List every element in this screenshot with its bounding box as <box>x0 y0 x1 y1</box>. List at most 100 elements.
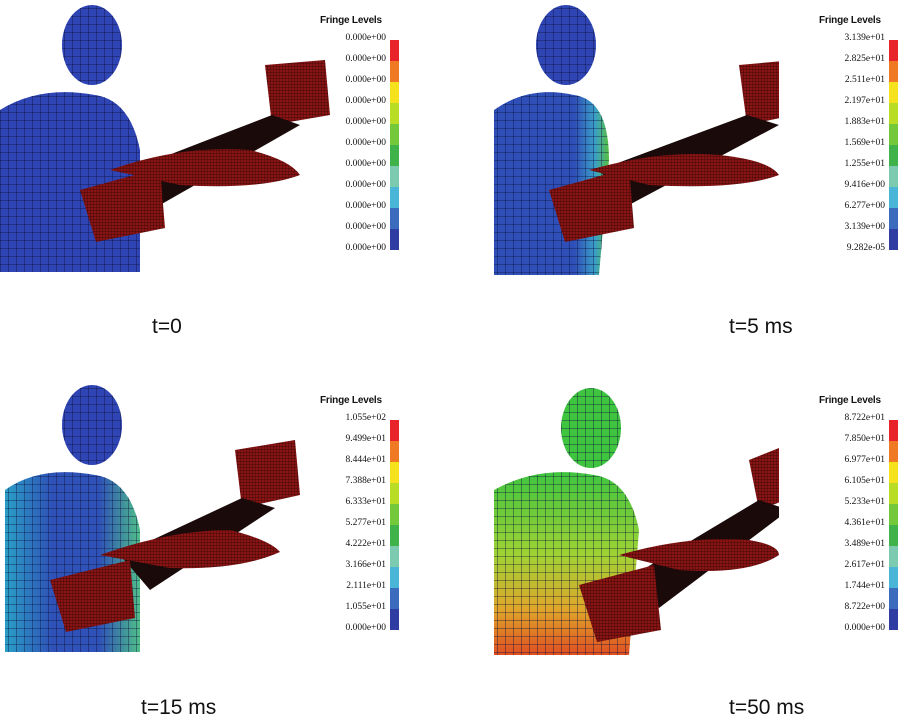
legend-level: 1.255e+01 <box>844 159 885 169</box>
colorbar <box>889 420 898 630</box>
legend-level: 0.000e+00 <box>345 243 386 253</box>
legend-level: 0.000e+00 <box>345 623 386 633</box>
colorbar-segment <box>390 441 399 462</box>
legend-level: 1.883e+01 <box>844 117 885 127</box>
panel-t15: Fringe Levels 1.055e+02 9.499e+01 8.444e… <box>0 380 449 719</box>
legend-level: 6.277e+00 <box>844 201 885 211</box>
legend-level: 0.000e+00 <box>345 201 386 211</box>
colorbar-segment <box>390 61 399 82</box>
colorbar-segment <box>390 208 399 229</box>
legend-level: 1.744e+01 <box>844 581 885 591</box>
colorbar-segment <box>889 208 898 229</box>
dummy-model-image <box>5 385 300 652</box>
colorbar-segment <box>889 504 898 525</box>
colorbar-segment <box>889 229 898 250</box>
dummy-model-image <box>494 5 779 275</box>
legend-level: 7.388e+01 <box>345 476 386 486</box>
legend-level: 2.111e+01 <box>346 581 386 591</box>
colorbar-segment <box>390 462 399 483</box>
colorbar-segment <box>889 567 898 588</box>
colorbar-segment <box>390 103 399 124</box>
colorbar-segment <box>390 187 399 208</box>
colorbar-segment <box>390 82 399 103</box>
colorbar-segment <box>390 166 399 187</box>
colorbar-segment <box>889 40 898 61</box>
time-caption: t=50 ms <box>729 696 805 719</box>
legend-level: 0.000e+00 <box>345 54 386 64</box>
colorbar <box>889 40 898 250</box>
legend-level: 9.416e+00 <box>844 180 885 190</box>
colorbar-segment <box>390 567 399 588</box>
colorbar-segment <box>889 103 898 124</box>
colorbar-segment <box>889 124 898 145</box>
colorbar-segment <box>889 420 898 441</box>
colorbar-segment <box>889 441 898 462</box>
colorbar-segment <box>390 504 399 525</box>
legend-title: Fringe Levels <box>819 15 881 26</box>
legend-level: 5.277e+01 <box>345 518 386 528</box>
legend-level: 9.499e+01 <box>345 434 386 444</box>
legend-level: 1.569e+01 <box>844 138 885 148</box>
legend-level: 5.233e+01 <box>844 497 885 507</box>
steering-mesh <box>50 440 300 632</box>
legend-level: 2.617e+01 <box>844 560 885 570</box>
legend-title: Fringe Levels <box>320 15 382 26</box>
legend-level: 0.000e+00 <box>345 222 386 232</box>
legend-level: 0.000e+00 <box>345 138 386 148</box>
legend-level: 0.000e+00 <box>345 75 386 85</box>
legend-level: 7.850e+01 <box>844 434 885 444</box>
legend-level: 3.489e+01 <box>844 539 885 549</box>
colorbar-segment <box>390 588 399 609</box>
steering-mesh <box>579 448 779 642</box>
dummy-model-image <box>0 5 330 272</box>
legend-level: 9.282e-05 <box>846 243 885 253</box>
colorbar-segment <box>889 187 898 208</box>
legend-level: 4.361e+01 <box>844 518 885 528</box>
legend-level: 0.000e+00 <box>345 96 386 106</box>
legend-level: 2.197e+01 <box>844 96 885 106</box>
dummy-model-image <box>494 388 779 655</box>
legend-level: 0.000e+00 <box>345 117 386 127</box>
colorbar-segment <box>889 145 898 166</box>
legend-level: 6.105e+01 <box>844 476 885 486</box>
colorbar-segment <box>889 546 898 567</box>
colorbar-segment <box>390 145 399 166</box>
legend-level: 6.977e+01 <box>844 455 885 465</box>
colorbar-segment <box>390 525 399 546</box>
colorbar-segment <box>889 588 898 609</box>
legend-level: 8.722e+01 <box>844 413 885 423</box>
legend-title: Fringe Levels <box>320 395 382 406</box>
colorbar-segment <box>889 462 898 483</box>
colorbar-segment <box>889 525 898 546</box>
time-caption: t=5 ms <box>729 315 793 338</box>
colorbar-segment <box>390 546 399 567</box>
legend-level: 0.000e+00 <box>345 33 386 43</box>
steering-mesh <box>549 61 779 242</box>
legend-level: 1.055e+01 <box>345 602 386 612</box>
panel-t50: Fringe Levels 8.722e+01 7.850e+01 6.977e… <box>449 380 898 719</box>
legend-level: 3.166e+01 <box>345 560 386 570</box>
colorbar-segment <box>889 166 898 187</box>
time-caption: t=0 <box>152 315 182 338</box>
legend-title: Fringe Levels <box>819 395 881 406</box>
colorbar <box>390 40 399 250</box>
steering-mesh <box>80 60 330 242</box>
colorbar-segment <box>889 82 898 103</box>
panel-t0: Fringe Levels 0.000e+00 0.000e+00 0.000e… <box>0 0 449 338</box>
legend-level: 8.444e+01 <box>345 455 386 465</box>
colorbar-segment <box>390 609 399 630</box>
legend-level: 2.825e+01 <box>844 54 885 64</box>
legend-level: 6.333e+01 <box>345 497 386 507</box>
panel-t5: Fringe Levels 3.139e+01 2.825e+01 2.511e… <box>449 0 898 338</box>
legend-level: 2.511e+01 <box>844 75 885 85</box>
legend-level: 3.139e+00 <box>844 222 885 232</box>
colorbar-segment <box>390 124 399 145</box>
colorbar-segment <box>390 483 399 504</box>
legend-level: 1.055e+02 <box>345 413 386 423</box>
colorbar-segment <box>390 40 399 61</box>
colorbar-segment <box>390 229 399 250</box>
time-caption: t=15 ms <box>141 696 217 719</box>
legend-level: 0.000e+00 <box>844 623 885 633</box>
colorbar-segment <box>889 61 898 82</box>
colorbar-segment <box>889 609 898 630</box>
